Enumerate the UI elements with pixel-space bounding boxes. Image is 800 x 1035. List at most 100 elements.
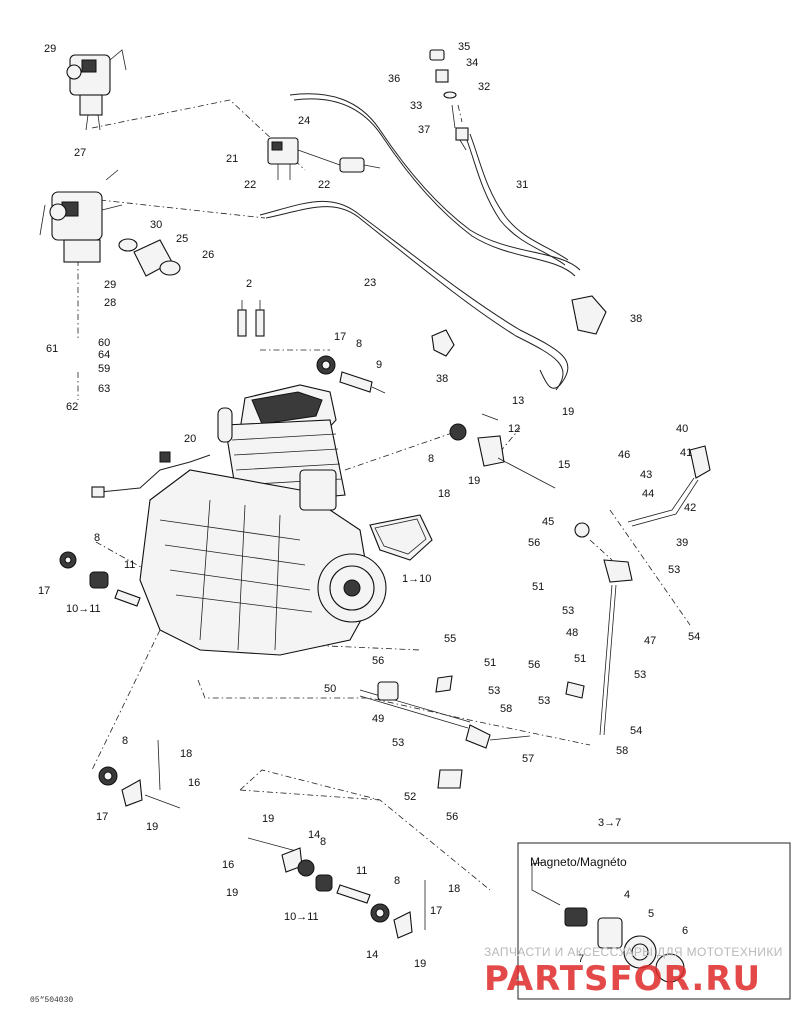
callout-8f: 8 [394, 875, 400, 887]
callout-19a: 19 [562, 406, 574, 418]
upper-small-parts [267, 49, 469, 180]
callout-18c: 18 [448, 883, 460, 895]
carburetor-middle [39, 169, 123, 263]
callout-19b: 19 [468, 475, 480, 487]
watermark-caption: ЗАПЧАСТИ И АКСЕССУАРЫ ДЛЯ МОТОТЕХНИКИ [484, 945, 783, 959]
callout-45: 45 [542, 516, 554, 528]
callout-50: 50 [324, 683, 336, 695]
inset-title: Magneto/Magnéto [530, 855, 627, 869]
callout-35: 35 [458, 41, 470, 53]
callout-7: 7 [578, 953, 584, 965]
callout-61: 61 [46, 343, 58, 355]
lower-center-mount [247, 837, 426, 939]
callout-56d: 56 [446, 811, 458, 823]
callout-19f: 19 [414, 958, 426, 970]
callout-56a: 56 [528, 537, 540, 549]
callout-63: 63 [98, 383, 110, 395]
callout-40: 40 [676, 423, 688, 435]
callout-54a: 54 [688, 631, 700, 643]
callout-58a: 58 [500, 703, 512, 715]
callout-28: 28 [104, 297, 116, 309]
callout-52: 52 [404, 791, 416, 803]
callout-53f: 53 [392, 737, 404, 749]
callout-53e: 53 [538, 695, 550, 707]
callout-51c: 51 [574, 653, 586, 665]
callout-17b: 17 [38, 585, 50, 597]
callout-64: 64 [98, 349, 110, 361]
callout-8e: 8 [320, 836, 326, 848]
callout-25: 25 [176, 233, 188, 245]
callout-17c: 17 [96, 811, 108, 823]
callout-38b: 38 [436, 373, 448, 385]
callout-22a: 22 [244, 179, 256, 191]
callout-32: 32 [478, 81, 490, 93]
callout-29b: 29 [104, 279, 116, 291]
callout-15: 15 [558, 459, 570, 471]
callout-47: 47 [644, 635, 656, 647]
callout-11a: 11 [124, 559, 135, 571]
callout-26: 26 [202, 249, 214, 261]
engine-block [91, 384, 433, 656]
callout-22b: 22 [318, 179, 330, 191]
callout-53a: 53 [668, 564, 680, 576]
callout-10-11a: 10→11 [66, 603, 101, 615]
callout-12: 12 [508, 423, 520, 435]
callout-49: 49 [372, 713, 384, 725]
callout-51a: 51 [532, 581, 544, 593]
callout-5: 5 [648, 908, 654, 920]
callout-8a: 8 [356, 338, 362, 350]
left-engine-mount [59, 551, 141, 607]
callout-18b: 18 [180, 748, 192, 760]
callout-8b: 8 [428, 453, 434, 465]
callout-19c: 19 [146, 821, 158, 833]
callout-24: 24 [298, 115, 310, 127]
watermark-logo: PARTSFOR.RU [484, 959, 761, 999]
callout-43: 43 [640, 469, 652, 481]
callout-27: 27 [74, 147, 86, 159]
magneto-inset [517, 842, 791, 1000]
callout-10-11b: 10→11 [284, 911, 319, 923]
callout-18a: 18 [438, 488, 450, 500]
spark-plugs [237, 300, 265, 337]
carburetor-top [66, 49, 127, 131]
callout-39: 39 [676, 537, 688, 549]
callout-2: 2 [246, 278, 252, 290]
callout-19e: 19 [226, 887, 238, 899]
callout-56b: 56 [372, 655, 384, 667]
callout-8d: 8 [122, 735, 128, 747]
callout-54b: 54 [630, 725, 642, 737]
callout-labels: 29 27 30 25 26 29 28 60 61 64 59 63 62 2… [38, 41, 700, 970]
callout-30: 30 [150, 219, 162, 231]
callout-11b: 11 [356, 865, 367, 877]
callout-17d: 17 [430, 905, 442, 917]
callout-33: 33 [410, 100, 422, 112]
callout-42: 42 [684, 502, 696, 514]
callout-60: 60 [98, 337, 110, 349]
callout-1-10: 1→10 [402, 573, 431, 585]
cables [259, 93, 581, 391]
callout-53c: 53 [634, 669, 646, 681]
callout-56c: 56 [528, 659, 540, 671]
callout-59: 59 [98, 363, 110, 375]
callout-34: 34 [466, 57, 478, 69]
callout-51b: 51 [484, 657, 496, 669]
callout-23: 23 [364, 277, 376, 289]
callout-41: 41 [680, 447, 692, 459]
callout-55: 55 [444, 633, 456, 645]
callout-4: 4 [624, 889, 630, 901]
callout-16b: 16 [222, 859, 234, 871]
callout-58b: 58 [616, 745, 628, 757]
callout-62: 62 [66, 401, 78, 413]
callout-17a: 17 [334, 331, 346, 343]
shift-linkage [359, 413, 711, 789]
callout-44: 44 [642, 488, 654, 500]
callout-46: 46 [618, 449, 630, 461]
callout-6: 6 [682, 925, 688, 937]
reference-lines [77, 99, 691, 891]
gaskets [431, 295, 607, 357]
callout-57: 57 [522, 753, 534, 765]
callout-37: 37 [418, 124, 430, 136]
callout-9: 9 [376, 359, 382, 371]
callout-53d: 53 [488, 685, 500, 697]
